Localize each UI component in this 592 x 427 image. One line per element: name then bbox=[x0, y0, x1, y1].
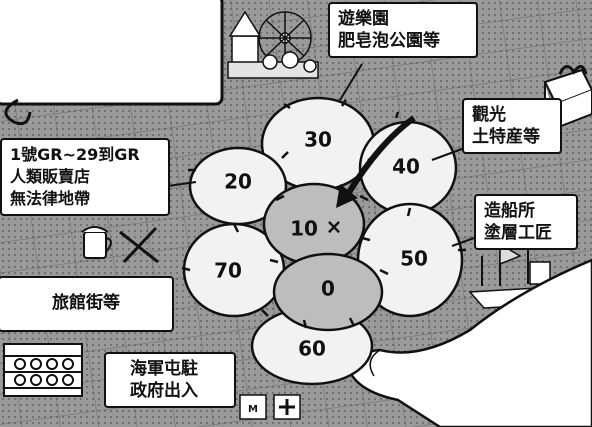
zone-70-label: 70 bbox=[214, 259, 242, 283]
zone-60-label: 60 bbox=[298, 337, 326, 361]
hotel-illustration bbox=[3, 343, 83, 397]
pointing-hand bbox=[348, 258, 592, 427]
boundary-ticks bbox=[181, 99, 466, 329]
upper-left-box bbox=[0, 0, 224, 106]
center-x-marker: × bbox=[326, 215, 343, 239]
svg-text:M: M bbox=[248, 404, 258, 415]
zone-0-label: 0 bbox=[321, 277, 335, 301]
caption-shipyard: 造船所 塗層工匠 bbox=[474, 194, 578, 250]
zone-40-label: 40 bbox=[392, 155, 420, 179]
zone-30-label: 30 bbox=[304, 128, 332, 152]
zone-0-island bbox=[272, 252, 384, 332]
caption-amusement-park: 遊樂園 肥皂泡公園等 bbox=[328, 2, 478, 58]
caption-human-shop: 1號GR~29到GR 人類販賣店 無法律地帶 bbox=[0, 138, 170, 216]
amusement-park-illustration bbox=[227, 10, 319, 79]
caption-hotel: 旅館街等 bbox=[0, 276, 174, 332]
arrow-head-icon bbox=[336, 184, 358, 208]
navy-flags-illustration: M bbox=[239, 394, 301, 420]
thumbnail-line bbox=[369, 349, 381, 377]
bar-illustration bbox=[81, 226, 159, 264]
caption-navy: 海軍屯駐 政府出入 bbox=[104, 352, 236, 408]
zone-10-label: 10 bbox=[290, 217, 318, 241]
zone-50-label: 50 bbox=[400, 247, 428, 271]
arrow-shaft bbox=[345, 115, 416, 196]
caption-pointers bbox=[167, 63, 475, 247]
hook-mark bbox=[4, 98, 32, 126]
caption-souvenir: 觀光 土特産等 bbox=[462, 98, 562, 154]
zone-20-label: 20 bbox=[224, 170, 252, 194]
